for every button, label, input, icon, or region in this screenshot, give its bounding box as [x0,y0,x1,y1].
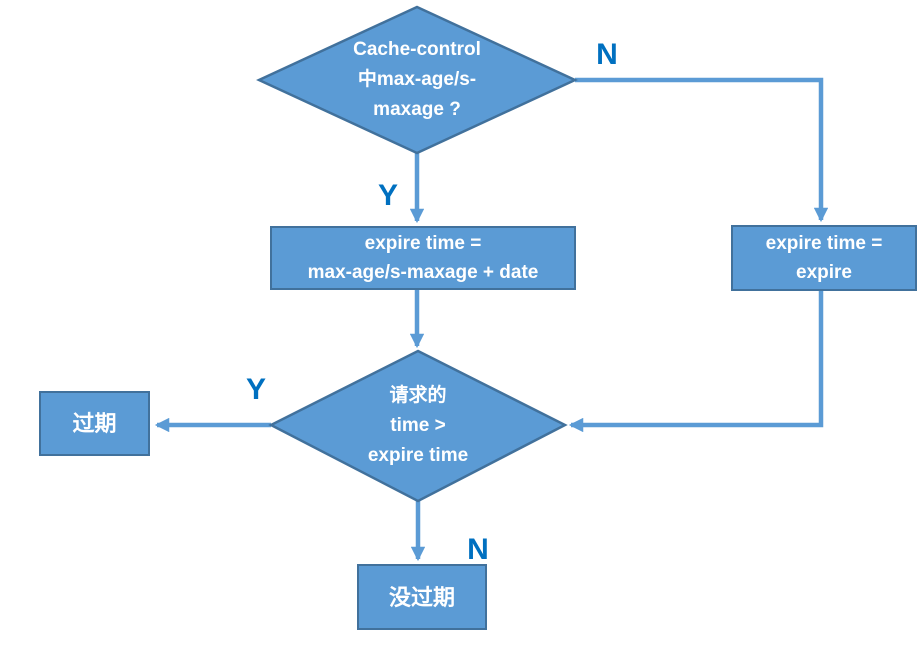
process-maxage-node: expire time = max-age/s-maxage + date [270,226,576,290]
process-maxage-line-2: max-age/s-maxage + date [307,262,539,283]
result-expired-node: 过期 [39,391,150,456]
decision-cache-diamond [256,5,578,155]
process-expire-line-2: expire [796,262,852,283]
connector-decision-cache-to-process-expire [575,77,829,223]
branch-label-time-no: N [467,533,489,566]
process-maxage-line-1: expire time = [364,233,482,254]
result-expired-label: 过期 [72,411,117,436]
process-expire-line-1: expire time = [765,233,883,254]
connector-process-expire-to-decision-time [568,291,824,433]
branch-label-cache-no: N [596,38,618,71]
decision-time-diamond [268,349,568,503]
branch-label-cache-yes: Y [377,179,399,212]
branch-label-time-yes: Y [245,373,267,406]
result-not-expired-node: 没过期 [357,564,487,630]
result-not-expired-label: 没过期 [388,584,455,610]
process-expire-node: expire time = expire [731,225,917,291]
